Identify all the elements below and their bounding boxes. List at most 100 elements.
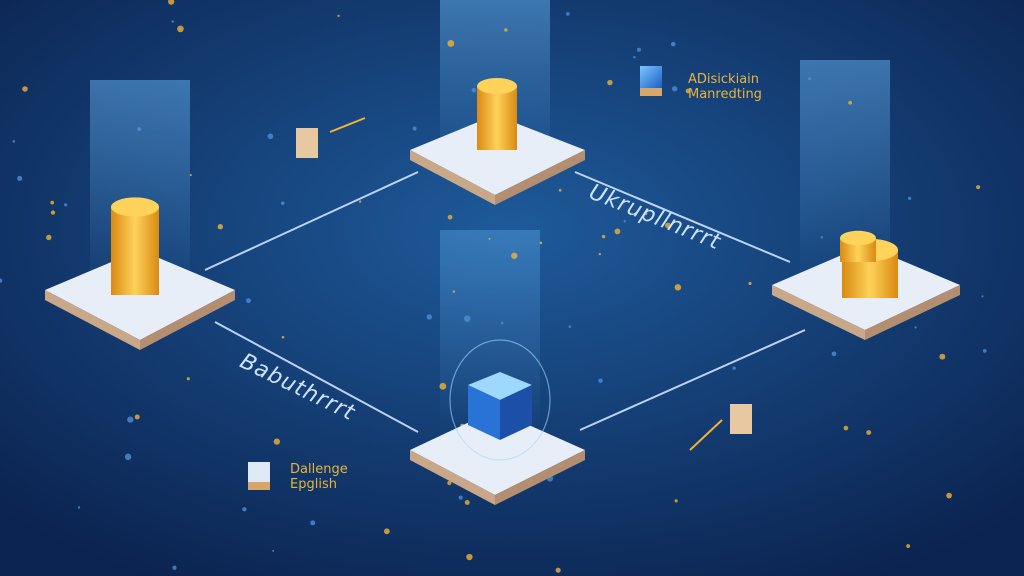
particle: [614, 228, 621, 235]
particle: [500, 321, 504, 325]
particle: [558, 188, 562, 192]
coin: [111, 279, 159, 287]
coin: [111, 255, 159, 263]
particle: [439, 382, 447, 390]
label-bottom-left: Dallenge Epglish: [290, 462, 348, 492]
particle: [732, 366, 736, 370]
coin: [111, 247, 159, 255]
particle: [171, 20, 174, 23]
coin-top: [477, 78, 517, 94]
icon-cube-bottom-left: [248, 462, 270, 490]
coin: [111, 263, 159, 271]
icon-box-left: [296, 117, 366, 158]
connector-lines: [204, 171, 806, 433]
particle: [134, 414, 140, 420]
coin: [111, 215, 159, 223]
blockchain-cube: [449, 339, 551, 461]
particle: [281, 335, 285, 339]
particle: [280, 201, 285, 205]
particle: [670, 41, 676, 47]
particle: [946, 492, 952, 499]
particle: [488, 237, 491, 240]
particle: [820, 236, 824, 239]
coin: [111, 223, 159, 231]
coin: [842, 290, 898, 298]
particle: [607, 79, 613, 86]
particle: [273, 438, 280, 445]
particle: [447, 214, 453, 220]
particle: [982, 349, 987, 353]
platform-bottom: [410, 410, 585, 505]
coin: [477, 118, 517, 126]
particle: [665, 222, 671, 229]
particle: [598, 378, 603, 383]
particle: [310, 520, 316, 526]
coin: [477, 102, 517, 110]
particle: [643, 211, 648, 216]
coin: [111, 239, 159, 247]
label-line2: Epglish: [290, 477, 337, 492]
particle: [601, 234, 606, 239]
particle: [808, 77, 811, 81]
particle: [217, 223, 224, 230]
particle: [186, 377, 190, 381]
particle: [46, 234, 52, 241]
particle: [189, 174, 192, 177]
particle: [866, 430, 872, 436]
particle: [77, 506, 81, 509]
particle: [0, 278, 3, 283]
coin: [477, 142, 517, 150]
coin-top: [111, 197, 159, 217]
particle: [272, 549, 275, 552]
label-line2: Manredting: [688, 87, 762, 102]
particle: [848, 100, 853, 105]
particle: [464, 499, 470, 505]
label-line1: Dallenge: [290, 462, 348, 477]
coin: [842, 282, 898, 290]
particle: [906, 544, 911, 548]
icon-box-right: [689, 404, 752, 451]
particle: [267, 133, 274, 140]
coin: [842, 266, 898, 274]
particle: [466, 553, 473, 561]
coin-stacks: [111, 78, 898, 298]
coin: [842, 274, 898, 282]
particle: [127, 416, 134, 423]
particle: [426, 314, 432, 320]
particle: [939, 353, 946, 360]
coin: [840, 254, 876, 262]
particle: [358, 200, 362, 203]
particle: [17, 175, 23, 181]
particle: [22, 86, 28, 92]
particle: [64, 203, 68, 207]
particle: [412, 126, 417, 131]
particle: [623, 220, 627, 223]
particle: [674, 284, 682, 291]
particle: [831, 351, 837, 357]
particle: [50, 200, 55, 205]
particle: [566, 12, 570, 16]
particle: [976, 185, 981, 190]
icon-cube-top-right: [640, 66, 662, 96]
particle: [598, 252, 602, 256]
coin-top: [840, 230, 876, 246]
particle: [685, 88, 691, 94]
particle: [124, 453, 132, 461]
coin: [840, 246, 876, 254]
particle: [568, 325, 572, 328]
coin: [477, 94, 517, 102]
particle: [843, 425, 849, 431]
coin: [111, 287, 159, 295]
particle: [177, 25, 184, 33]
particle: [674, 499, 678, 503]
particles: [0, 0, 987, 573]
particle: [539, 241, 543, 245]
platform-top: [410, 115, 585, 205]
particle: [337, 14, 340, 17]
coin: [111, 231, 159, 239]
particle: [242, 507, 247, 512]
particle: [50, 210, 56, 215]
coin: [111, 271, 159, 279]
particle: [447, 480, 452, 486]
